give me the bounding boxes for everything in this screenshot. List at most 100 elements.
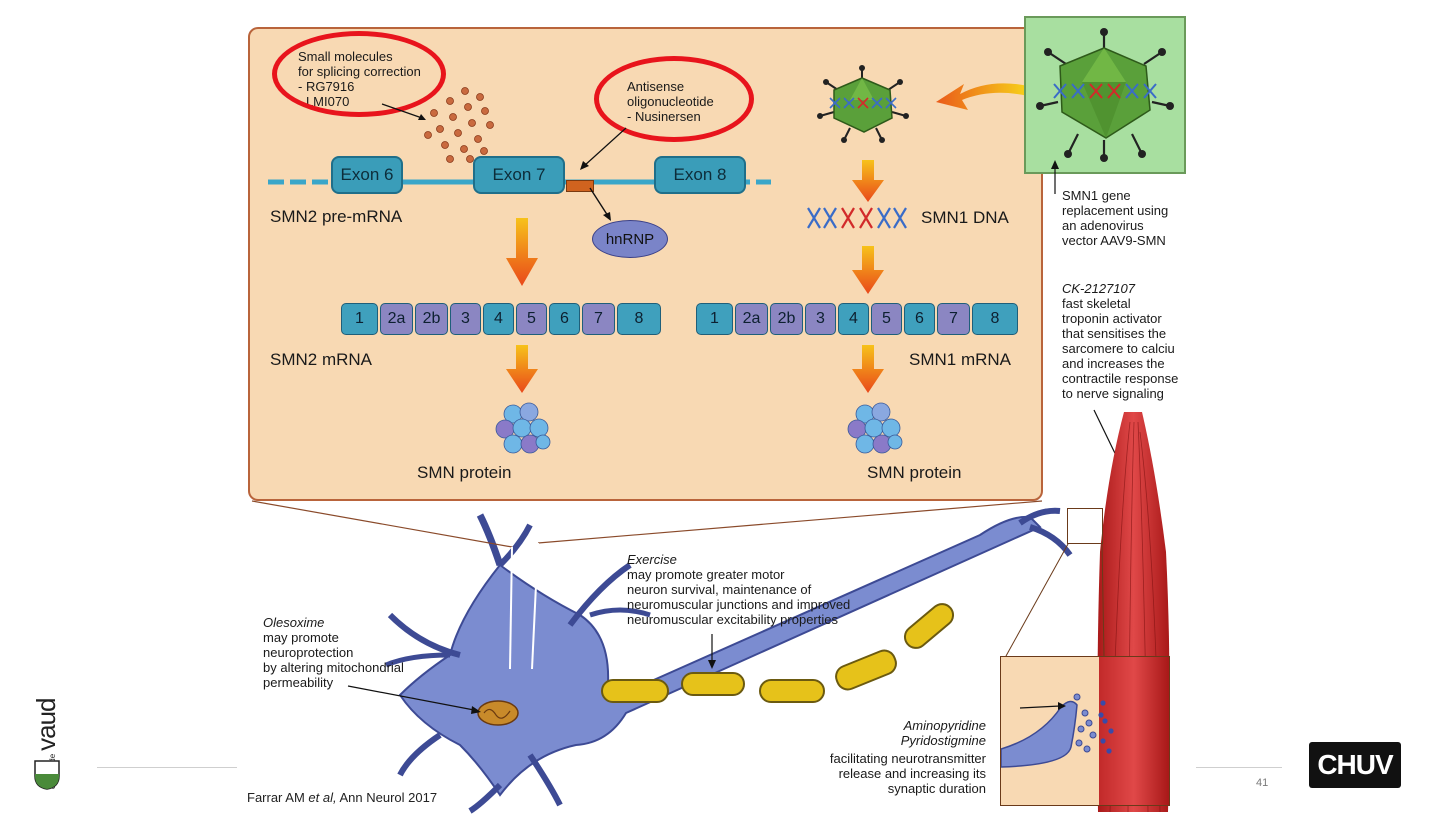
small-molecule-arrow: [381, 103, 426, 120]
smn-protein-label-right: SMN protein: [867, 463, 962, 482]
nmj-pointer: [1019, 702, 1066, 710]
mrna-segment: 1: [341, 303, 378, 335]
olesoxime-label: Olesoxime may promote neuroprotection by…: [263, 615, 404, 690]
olesoxime-title: Olesoxime: [263, 615, 325, 630]
myelin-sheath: [759, 679, 825, 703]
hnrnp-oval: hnRNP: [592, 220, 668, 258]
footer-rule-left: [97, 767, 237, 768]
hnrnp-label: hnRNP: [605, 230, 655, 248]
aav9-virus-large-icon: [1036, 28, 1174, 162]
citation: Farrar AM et al, Ann Neurol 2017: [247, 790, 437, 805]
mrna-segment: 4: [483, 303, 514, 335]
smn2-pre-mrna-label: SMN2 pre-mRNA: [270, 207, 403, 226]
aminopyridine-label: Aminopyridine Pyridostigmine facilitatin…: [800, 718, 986, 796]
smn1-dna-label: SMN1 DNA: [921, 208, 1009, 227]
exercise-label: Exercise may promote greater motor neuro…: [627, 552, 850, 627]
arrow-down-icon: [506, 218, 538, 286]
mrna-segment: 6: [904, 303, 935, 335]
olesoxime-line: neuroprotection: [263, 645, 354, 660]
vaud-logo: canton de vaud: [26, 690, 66, 794]
mrna-segment: 7: [582, 303, 615, 335]
mrna-segment: 5: [871, 303, 902, 335]
olesoxime-pointer: [347, 685, 481, 714]
page-number: 41: [1256, 777, 1269, 789]
mrna-segment: 2a: [735, 303, 768, 335]
mrna-segment: 8: [617, 303, 661, 335]
smn2-mrna-strip: 1 2a 2b 3 4 5 6 7 8: [341, 303, 661, 335]
olesoxime-line: may promote: [263, 630, 339, 645]
ck-label: CK-2127107 fast skeletal troponin activa…: [1062, 281, 1198, 401]
muscle-zoom-marker: [1067, 508, 1103, 544]
citation-journal: Ann Neurol 2017: [336, 790, 438, 805]
citation-etal: et al,: [308, 790, 337, 805]
mrna-segment: 3: [450, 303, 481, 335]
ck-title: CK-2127107: [1062, 281, 1135, 296]
arrow-down-icon: [852, 160, 884, 202]
hnrnp-arrow: [589, 187, 611, 221]
myelin-sheath: [681, 672, 745, 696]
aminopyridine-line: synaptic duration: [887, 781, 986, 796]
mrna-segment: 5: [516, 303, 547, 335]
aminopyridine-title: Pyridostigmine: [900, 733, 986, 748]
exercise-pointer: [708, 634, 716, 669]
nmj-terminal: [1001, 693, 1114, 768]
zoom-lines: [251, 500, 1043, 670]
ck-line: and increases the: [1062, 356, 1165, 371]
gene-replacement-label: SMN1 gene replacement using an adenoviru…: [1062, 188, 1168, 248]
myelin-sheath: [601, 679, 669, 703]
red-highlight-ring-antisense: [594, 56, 754, 142]
exercise-line: neuromuscular junctions and improved: [627, 597, 851, 612]
mrna-segment: 7: [937, 303, 970, 335]
exon-8: Exon 8: [654, 156, 746, 194]
mrna-segment: 6: [549, 303, 580, 335]
smn1-mrna-label: SMN1 mRNA: [909, 350, 1012, 369]
olesoxime-line: by altering mitochondrial: [263, 660, 404, 675]
ck-line: to nerve signaling: [1062, 386, 1164, 401]
mrna-segment: 3: [805, 303, 836, 335]
ck-line: that sensitises the: [1062, 326, 1167, 341]
gene-replacement-line: an adenovirus: [1062, 218, 1144, 233]
exon-7: Exon 7: [473, 156, 565, 194]
gene-replacement-line: SMN1 gene: [1062, 188, 1131, 203]
antisense-binding-site: [566, 180, 594, 192]
small-molecule-dots: [424, 87, 494, 163]
exon-6: Exon 6: [331, 156, 403, 194]
exercise-line: neuron survival, maintenance of: [627, 582, 812, 597]
mrna-segment: 2a: [380, 303, 413, 335]
vaud-shield-icon: [34, 760, 60, 790]
antisense-arrow: [580, 127, 627, 170]
nmj-inset: [1000, 656, 1170, 806]
olesoxime-line: permeability: [263, 675, 334, 690]
red-highlight-ring-small-molecules: [272, 31, 446, 117]
aminopyridine-title: Aminopyridine: [903, 718, 986, 733]
ck-line: fast skeletal: [1062, 296, 1131, 311]
mrna-segment: 2b: [770, 303, 803, 335]
dna-helix-icon: [807, 207, 907, 229]
mrna-segment: 1: [696, 303, 733, 335]
gene-replacement-pointer: [1051, 160, 1059, 194]
muscle-zoom-lines: [1005, 543, 1105, 657]
ck-line: sarcomere to calciu: [1062, 341, 1175, 356]
chuv-logo-text: CHUV: [1317, 749, 1393, 780]
exercise-title: Exercise: [627, 552, 677, 567]
aminopyridine-line: release and increasing its: [838, 766, 986, 781]
arrow-down-icon: [852, 246, 884, 294]
mrna-segment: 4: [838, 303, 869, 335]
mrna-segment: 8: [972, 303, 1018, 335]
aav9-virus-icon: [817, 65, 909, 143]
smn1-mrna-strip: 1 2a 2b 3 4 5 6 7 8: [696, 303, 1018, 335]
chuv-logo: CHUV: [1309, 742, 1401, 788]
mitochondrion-icon: [477, 700, 519, 726]
citation-author: Farrar AM: [247, 790, 309, 805]
ck-line: contractile response: [1062, 371, 1179, 386]
motor-neuron-illustration: [385, 507, 1073, 814]
smn2-mrna-label: SMN2 mRNA: [270, 350, 373, 369]
gene-replacement-line: vector AAV9-SMN: [1062, 233, 1166, 248]
gene-replacement-line: replacement using: [1062, 203, 1169, 218]
vaud-logo-big: vaud: [31, 698, 61, 751]
aminopyridine-line: facilitating neurotransmitter: [829, 751, 986, 766]
smn-protein-cluster-icon: [847, 402, 903, 454]
exercise-line: neuromuscular excitability properties: [627, 612, 838, 627]
ck-line: troponin activator: [1062, 311, 1162, 326]
mrna-segment: 2b: [415, 303, 448, 335]
